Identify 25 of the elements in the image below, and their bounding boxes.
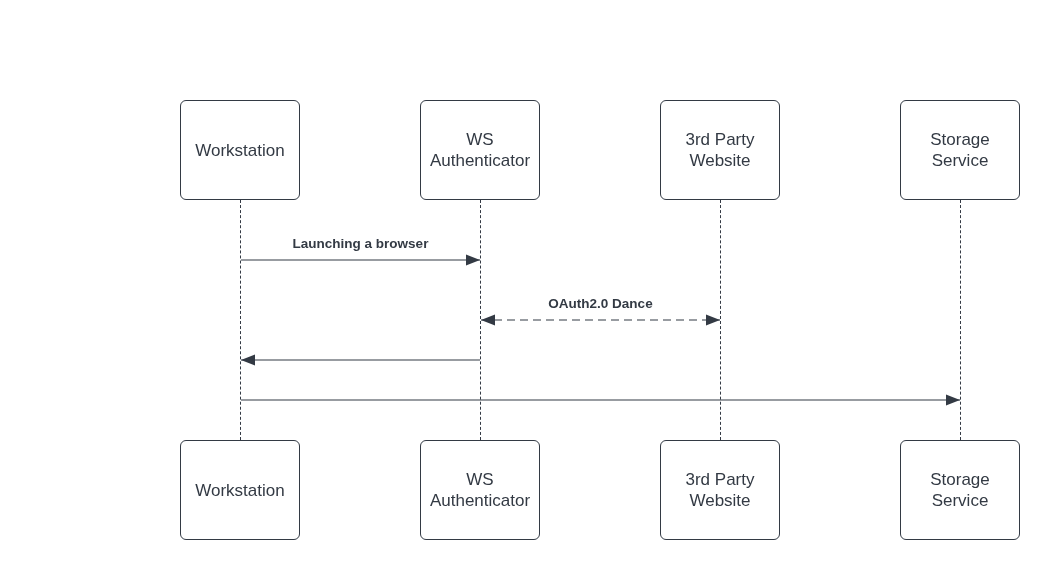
participant-name: Workstation xyxy=(195,479,285,501)
participant-box xyxy=(180,100,300,200)
participant-box xyxy=(900,440,1020,540)
lifeline xyxy=(480,200,481,440)
message-arrow xyxy=(240,254,481,266)
participant-name: WS Authenticator xyxy=(428,469,532,511)
participant-name: 3rd Party Website xyxy=(684,469,756,511)
lifeline xyxy=(240,200,241,440)
participant-box xyxy=(900,100,1020,200)
participant-name: WS Authenticator xyxy=(428,129,532,171)
message-arrow xyxy=(240,394,961,406)
participant-box xyxy=(420,440,540,540)
lifeline xyxy=(720,200,721,440)
message-arrow xyxy=(240,354,481,366)
participant-name: Storage Service xyxy=(929,469,991,511)
participant-name: 3rd Party Website xyxy=(684,129,756,171)
lifeline xyxy=(960,200,961,440)
edge-label: OAuth2.0 Dance xyxy=(545,296,656,311)
participant-box xyxy=(180,440,300,540)
participant-box xyxy=(660,440,780,540)
participant-box xyxy=(420,100,540,200)
participant-box xyxy=(660,100,780,200)
participant-name: Workstation xyxy=(195,139,285,161)
message-arrow xyxy=(480,314,721,326)
participant-name: Storage Service xyxy=(929,129,991,171)
